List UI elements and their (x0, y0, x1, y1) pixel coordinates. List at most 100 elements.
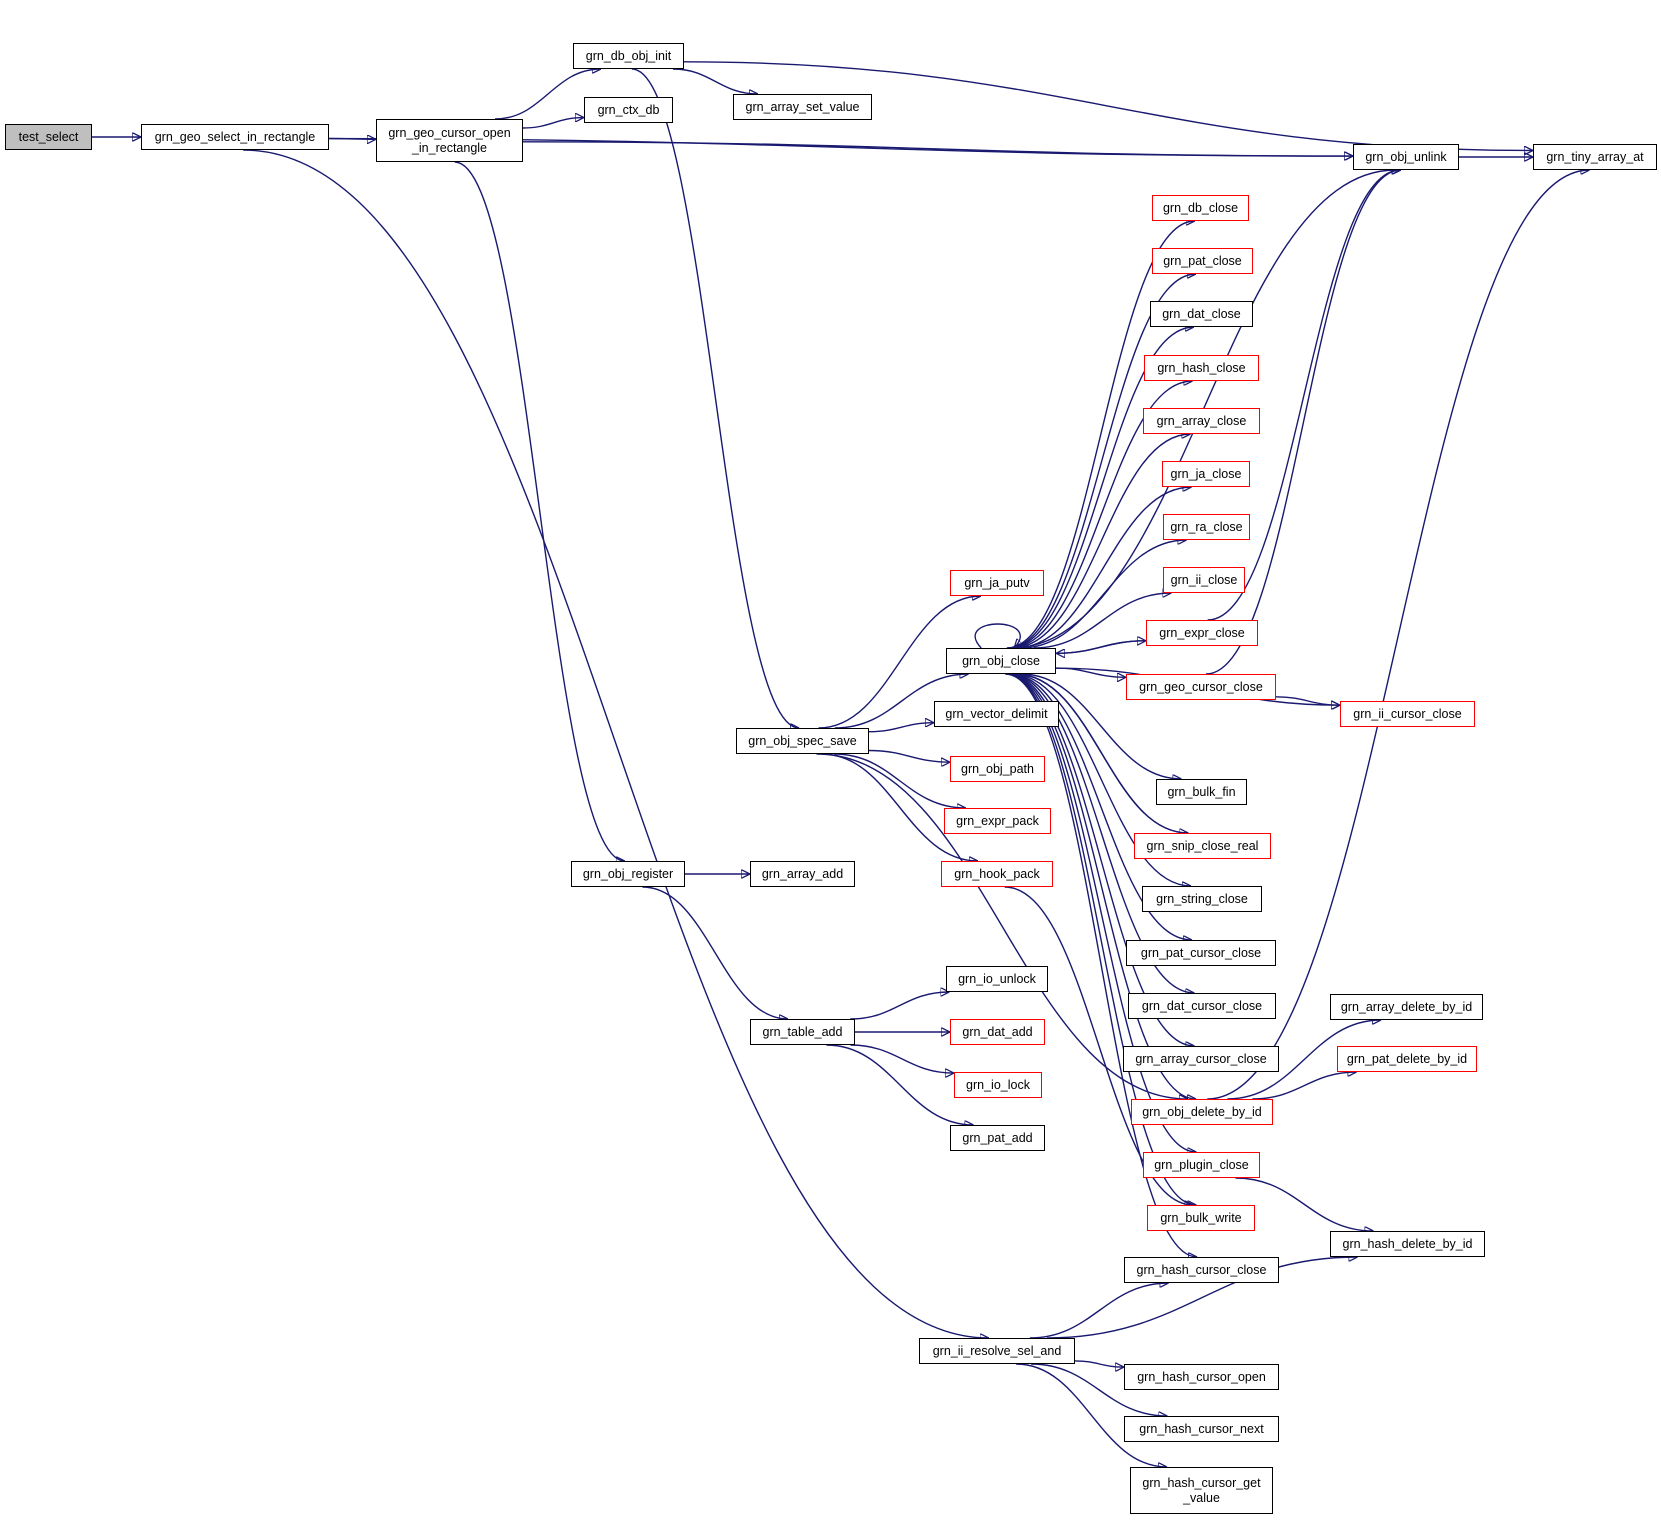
node-grn-snip-close-real[interactable]: grn_snip_close_real (1134, 833, 1271, 859)
node-grn-obj-register[interactable]: grn_obj_register (571, 861, 685, 887)
node-grn-tiny-array-at[interactable]: grn_tiny_array_at (1533, 144, 1657, 170)
node-grn-io-lock[interactable]: grn_io_lock (954, 1072, 1042, 1098)
node-grn-hook-pack[interactable]: grn_hook_pack (941, 861, 1053, 887)
edge-grn_ii_resolve_sel_and-to-grn_hash_cursor_get_value (1016, 1363, 1167, 1467)
node-grn-db-close[interactable]: grn_db_close (1152, 195, 1249, 221)
node-grn-io-unlock[interactable]: grn_io_unlock (946, 966, 1048, 992)
edge-grn_obj_close-to-grn_ii_close (1033, 593, 1172, 649)
node-grn-table-add[interactable]: grn_table_add (750, 1019, 855, 1045)
node-grn-array-cursor-close[interactable]: grn_array_cursor_close (1123, 1046, 1279, 1072)
edge-grn_obj_close-to-grn_obj_close (974, 623, 1020, 648)
edge-grn_obj_close-to-grn_dat_cursor_close (1008, 673, 1195, 993)
edge-grn_obj_close-to-grn_ra_close (1020, 540, 1187, 649)
edge-grn_ii_resolve_sel_and-to-grn_hash_cursor_next (1031, 1363, 1167, 1416)
edge-grn_geo_cursor_open_in_rectangle-to-grn_ctx_db (522, 118, 584, 129)
node-grn-string-close[interactable]: grn_string_close (1142, 886, 1262, 912)
node-grn-obj-path[interactable]: grn_obj_path (950, 756, 1045, 782)
node-grn-ii-cursor-close[interactable]: grn_ii_cursor_close (1340, 701, 1475, 727)
edge-grn_obj_close-to-grn_obj_delete_by_id (1006, 673, 1196, 1099)
edge-grn_obj_spec_save-to-grn_obj_close (834, 674, 969, 729)
edge-grn_obj_delete_by_id-to-grn_array_delete_by_id (1227, 1020, 1381, 1100)
edge-grn_obj_close-to-grn_array_close (1011, 434, 1191, 649)
node-grn-vector-delimit[interactable]: grn_vector_delimit (934, 701, 1059, 727)
node-grn-obj-close[interactable]: grn_obj_close (946, 648, 1056, 674)
edge-grn_geo_cursor_close-to-grn_obj_unlink (1205, 170, 1401, 675)
node-grn-obj-delete-by-id[interactable]: grn_obj_delete_by_id (1131, 1099, 1273, 1125)
edge-grn_obj_close-to-grn_pat_cursor_close (1009, 673, 1192, 940)
edge-grn_obj_spec_save-to-grn_ja_putv (818, 596, 982, 729)
edge-grn_db_obj_init-to-grn_obj_spec_save (631, 68, 799, 728)
edge-grn_geo_cursor_close-to-grn_ii_cursor_close (1275, 696, 1340, 705)
node-grn-hash-cursor-next[interactable]: grn_hash_cursor_next (1124, 1416, 1279, 1442)
node-grn-ctx-db[interactable]: grn_ctx_db (584, 97, 673, 123)
node-grn-pat-delete-by-id[interactable]: grn_pat_delete_by_id (1337, 1046, 1477, 1072)
edge-grn_obj_register-to-grn_table_add (642, 886, 788, 1019)
edge-grn_hook_pack-to-grn_bulk_write (1004, 886, 1194, 1205)
node-grn-dat-add[interactable]: grn_dat_add (950, 1019, 1045, 1045)
edge-grn_db_obj_init-to-grn_array_set_value (672, 68, 758, 94)
edge-grn_obj_close-to-grn_pat_close (1007, 274, 1197, 649)
edge-grn_obj_spec_save-to-grn_vector_delimit (868, 723, 934, 733)
edge-grn_obj_delete_by_id-to-grn_tiny_array_at (1207, 170, 1589, 1100)
node-grn-db-obj-init[interactable]: grn_db_obj_init (573, 43, 684, 69)
node-grn-obj-unlink[interactable]: grn_obj_unlink (1353, 144, 1459, 170)
node-grn-obj-spec-save[interactable]: grn_obj_spec_save (736, 728, 869, 754)
node-grn-pat-cursor-close[interactable]: grn_pat_cursor_close (1126, 940, 1276, 966)
node-grn-ra-close[interactable]: grn_ra_close (1163, 514, 1250, 540)
node-grn-array-delete-by-id[interactable]: grn_array_delete_by_id (1330, 994, 1483, 1020)
edge-grn_ii_resolve_sel_and-to-grn_hash_cursor_open (1074, 1360, 1124, 1367)
edge-grn_obj_close-to-grn_dat_close (1008, 327, 1195, 649)
edge-grn_table_add-to-grn_io_unlock (850, 992, 949, 1020)
edge-grn_table_add-to-grn_io_lock (850, 1044, 955, 1073)
node-grn-array-set-value[interactable]: grn_array_set_value (733, 94, 872, 120)
node-grn-ii-resolve-sel-and[interactable]: grn_ii_resolve_sel_and (919, 1338, 1075, 1364)
node-grn-dat-cursor-close[interactable]: grn_dat_cursor_close (1128, 993, 1276, 1019)
node-grn-geo-cursor-open-in-rectangle[interactable]: grn_geo_cursor_open _in_rectangle (376, 119, 523, 162)
edge-grn_obj_close-to-grn_bulk_fin (1020, 673, 1182, 779)
edge-grn_obj_close-to-grn_db_close (1006, 221, 1195, 649)
edge-grn_plugin_close-to-grn_hash_delete_by_id (1235, 1177, 1373, 1231)
node-grn-geo-select-in-rectangle[interactable]: grn_geo_select_in_rectangle (141, 124, 329, 150)
node-grn-hash-cursor-open[interactable]: grn_hash_cursor_open (1124, 1364, 1279, 1390)
node-grn-pat-add[interactable]: grn_pat_add (950, 1125, 1045, 1151)
node-grn-geo-cursor-close[interactable]: grn_geo_cursor_close (1126, 674, 1276, 700)
edge-grn_geo_cursor_open_in_rectangle-to-grn_db_obj_init (494, 69, 601, 120)
node-grn-hash-close[interactable]: grn_hash_close (1144, 355, 1259, 381)
edge-grn_snip_close_real-to-grn_obj_close (1015, 674, 1189, 834)
node-grn-hash-delete-by-id[interactable]: grn_hash_delete_by_id (1330, 1231, 1485, 1257)
node-grn-expr-close[interactable]: grn_expr_close (1146, 620, 1258, 646)
edge-grn_ii_resolve_sel_and-to-grn_hash_delete_by_id (1046, 1257, 1358, 1339)
edge-grn_expr_close-to-grn_obj_close (1056, 640, 1147, 654)
node-grn-bulk-write[interactable]: grn_bulk_write (1147, 1205, 1255, 1231)
node-grn-plugin-close[interactable]: grn_plugin_close (1143, 1152, 1260, 1178)
edge-grn_geo_cursor_open_in_rectangle-to-grn_obj_register (454, 161, 625, 861)
edge-grn_obj_close-to-grn_hash_close (1009, 381, 1193, 649)
edge-grn_obj_close-to-grn_array_cursor_close (1007, 673, 1195, 1046)
edge-grn_table_add-to-grn_pat_add (826, 1044, 973, 1125)
edge-grn_obj_delete_by_id-to-grn_pat_delete_by_id (1252, 1072, 1356, 1100)
node-grn-ja-close[interactable]: grn_ja_close (1162, 461, 1250, 487)
edge-grn_obj_spec_save-to-grn_hook_pack (821, 753, 979, 861)
node-grn-array-close[interactable]: grn_array_close (1143, 408, 1260, 434)
edge-grn_obj_spec_save-to-grn_obj_path (868, 749, 950, 763)
edge-grn_obj_close-to-grn_plugin_close (1006, 673, 1196, 1152)
edge-grn_geo_cursor_open_in_rectangle-to-grn_obj_unlink (522, 141, 1353, 156)
node-grn-dat-close[interactable]: grn_dat_close (1150, 301, 1253, 327)
edge-grn_obj_spec_save-to-grn_expr_pack (834, 753, 966, 808)
node-grn-hash-cursor-get-value[interactable]: grn_hash_cursor_get _value (1130, 1467, 1273, 1514)
edge-grn_expr_close-to-grn_obj_unlink (1207, 170, 1401, 621)
edge-grn_obj_close-to-grn_string_close (1011, 673, 1191, 886)
node-grn-bulk-fin[interactable]: grn_bulk_fin (1156, 779, 1247, 805)
node-grn-hash-cursor-close[interactable]: grn_hash_cursor_close (1124, 1257, 1279, 1283)
edge-grn_obj_spec_save-to-grn_obj_delete_by_id (816, 753, 1189, 1099)
edge-grn_ii_resolve_sel_and-to-grn_hash_cursor_close (1029, 1283, 1169, 1339)
node-grn-ii-close[interactable]: grn_ii_close (1163, 567, 1245, 593)
node-grn-pat-close[interactable]: grn_pat_close (1152, 248, 1253, 274)
node-grn-expr-pack[interactable]: grn_expr_pack (944, 808, 1051, 834)
node-test-select: test_select (5, 124, 92, 150)
node-grn-array-add[interactable]: grn_array_add (750, 861, 855, 887)
edge-grn_geo_select_in_rectangle-to-grn_ii_resolve_sel_and (243, 149, 989, 1338)
node-grn-ja-putv[interactable]: grn_ja_putv (950, 570, 1044, 596)
